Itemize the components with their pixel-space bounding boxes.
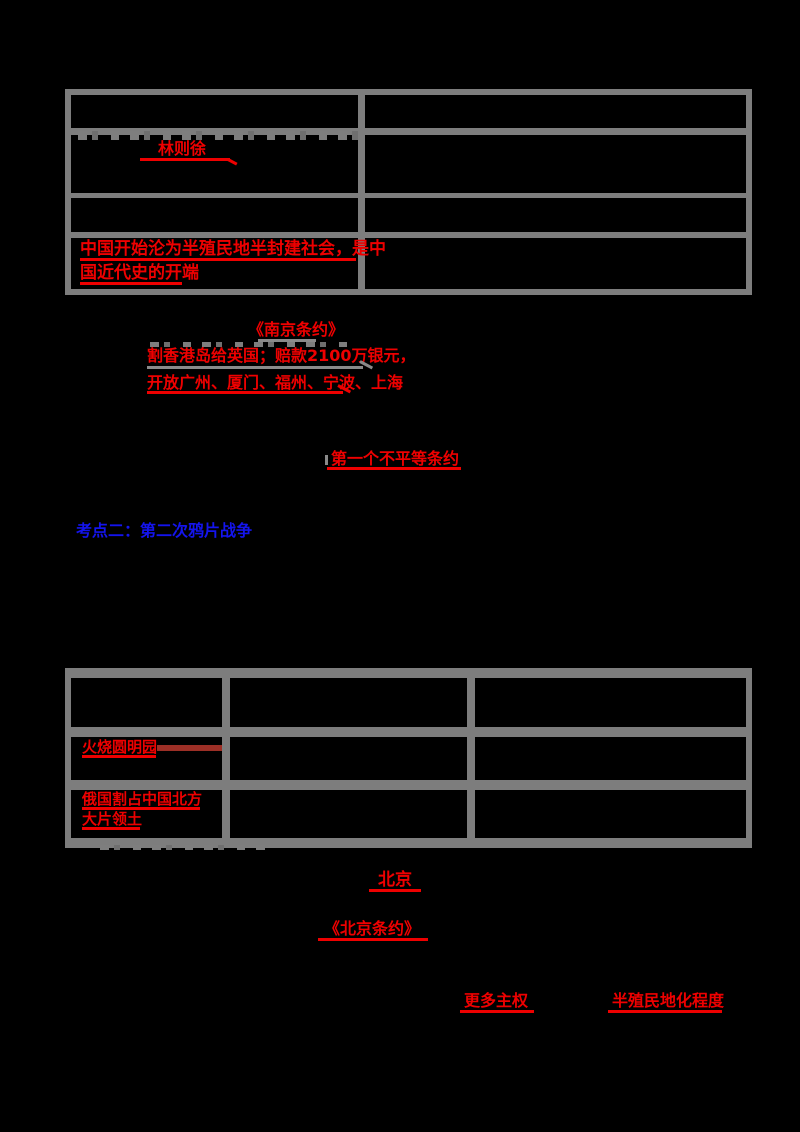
answer-row4-line1: 中国开始沦为半殖民地半封建社会，是中 xyxy=(80,239,386,259)
table-cell xyxy=(230,737,467,780)
table-cell xyxy=(71,737,222,780)
table-cell xyxy=(71,678,222,727)
answer-underline xyxy=(80,258,356,261)
table-cell xyxy=(365,95,746,128)
blank-answer: 第一个不平等条约 xyxy=(331,449,460,468)
table-cell xyxy=(230,678,467,727)
table-cell xyxy=(71,135,358,193)
topic1-table xyxy=(65,89,752,295)
clipped-text-fragments xyxy=(150,342,348,347)
table-cell xyxy=(71,198,358,232)
table-cell xyxy=(71,790,222,838)
gray-smudge xyxy=(258,339,316,342)
clipped-text-fragments xyxy=(100,845,265,850)
topic2-heading: 考点二：第二次鸦片战争 xyxy=(76,521,253,540)
table-cell xyxy=(475,790,746,838)
treaty-line2: 开放广州、厦门、福州、宁波、上海 xyxy=(147,373,404,392)
gray-mark xyxy=(325,455,328,465)
answer-underline xyxy=(140,158,230,161)
answer-underline xyxy=(82,827,140,830)
table-cell xyxy=(71,238,358,289)
blank-underline xyxy=(327,467,461,470)
topic2-table xyxy=(65,668,752,848)
blank-city: 北京 xyxy=(378,870,412,890)
answer-territory-line2: 大片领土 xyxy=(82,810,143,828)
table-cell xyxy=(365,198,746,232)
blank-status: 半殖民地化程度 xyxy=(612,991,725,1010)
table-cell xyxy=(365,135,746,193)
answer-row2: 林则徐 xyxy=(158,139,207,158)
blank-underline xyxy=(608,1010,722,1013)
table-cell xyxy=(475,737,746,780)
blank-sovereignty: 更多主权 xyxy=(464,991,529,1010)
blank-underline xyxy=(318,938,428,941)
treaty-title: 《南京条约》 xyxy=(248,320,345,339)
blank-underline xyxy=(147,366,363,369)
blank-underline xyxy=(369,889,421,892)
table-cell xyxy=(475,678,746,727)
answer-row4-line2: 国近代史的开端 xyxy=(80,263,199,283)
answer-territory-line1: 俄国割占中国北方 xyxy=(82,790,203,808)
answer-underline xyxy=(80,282,182,285)
answer-underline xyxy=(82,755,156,758)
blank-treaty: 《北京条约》 xyxy=(324,919,421,938)
table-cell xyxy=(365,238,746,289)
answer-burning-palace: 火烧圆明园 xyxy=(82,738,158,756)
dark-red-connector-line xyxy=(157,745,222,751)
treaty-line1: 割香港岛给英国；赔款2100万银元， xyxy=(147,346,416,365)
answer-underline xyxy=(82,807,200,810)
blank-underline xyxy=(460,1010,534,1013)
blank-underline xyxy=(147,391,343,394)
table-cell xyxy=(71,95,358,128)
clipped-text-fragments xyxy=(78,131,362,140)
table-cell xyxy=(230,790,467,838)
